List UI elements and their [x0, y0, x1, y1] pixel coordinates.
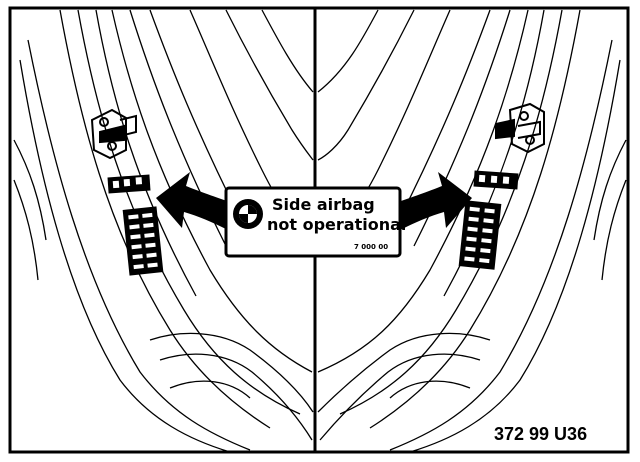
- right-pointer-arrow: [398, 172, 472, 230]
- left-door-pillar: [13, 9, 314, 453]
- label-line-2: not operational: [267, 215, 406, 234]
- label-line-1: Side airbag: [272, 195, 375, 214]
- figure-code: 372 99 U36: [494, 424, 587, 444]
- left-door-striker-icon: [90, 108, 137, 160]
- label-part-number: 7 000 00: [354, 243, 388, 251]
- right-door-striker-icon: [495, 102, 545, 154]
- right-pillar-label-plate: [473, 170, 519, 190]
- left-pointer-arrow: [156, 172, 230, 230]
- side-airbag-warning-label: Side airbag not operational 7 000 00: [224, 186, 406, 258]
- bmw-roundel-icon: [233, 199, 263, 229]
- left-pillar-label-plate: [107, 174, 151, 194]
- left-pillar-grille: [122, 206, 164, 276]
- right-pillar-grille: [458, 200, 502, 270]
